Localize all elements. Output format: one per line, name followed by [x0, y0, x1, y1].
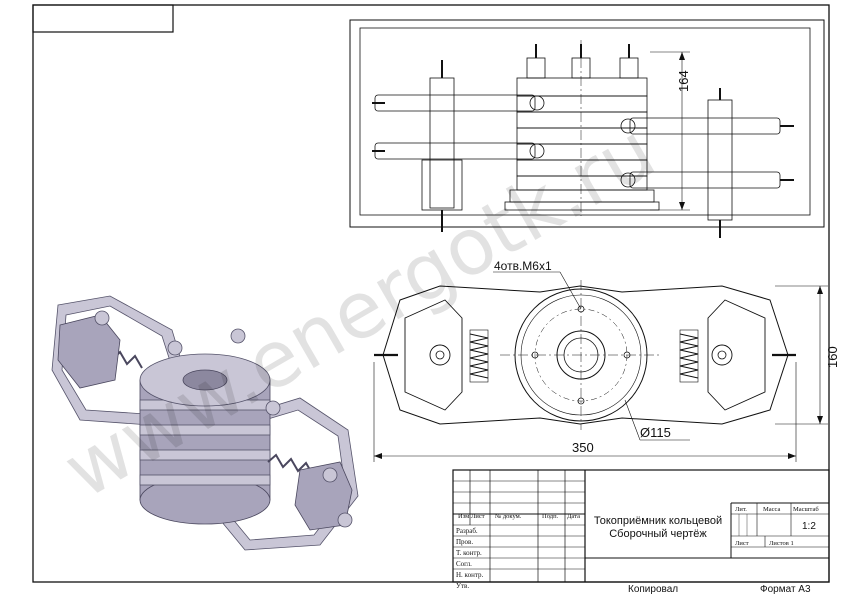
listov-label: Листов 1 — [769, 540, 794, 547]
dim-164-label: 164 — [676, 70, 691, 92]
lit-header: Лит. — [735, 506, 747, 513]
col-izm: Изм. — [458, 513, 471, 520]
row-razrab: Разраб. — [456, 527, 478, 535]
right-arms — [620, 88, 794, 238]
diameter-label: Ø115 — [640, 425, 671, 440]
left-arms — [372, 60, 545, 232]
masshtab-header: Масштаб — [793, 506, 819, 513]
dim-350 — [373, 362, 797, 462]
left-spring — [469, 329, 489, 383]
title-line1: Токоприёмник кольцевой — [594, 515, 722, 527]
list-label: Лист — [735, 540, 749, 547]
col-doc: № докум. — [495, 513, 522, 520]
row-nkontr: Н. контр. — [456, 571, 483, 579]
col-date: Дата — [567, 513, 580, 520]
dim-160 — [775, 285, 828, 425]
isometric-view — [51, 295, 359, 551]
corner-stamp-box — [32, 4, 174, 33]
thread-holes-label: 4отв.М6х1 — [494, 259, 552, 273]
top-view — [349, 19, 825, 238]
plan-view — [373, 271, 828, 462]
row-prov: Пров. — [456, 538, 473, 546]
format-label: Формат А3 — [760, 584, 811, 595]
scale-value: 1:2 — [802, 521, 816, 532]
center-ring-stack — [504, 44, 660, 211]
row-utv: Утв. — [456, 582, 469, 590]
col-sign: Подп. — [542, 513, 559, 520]
col-list: Лист — [471, 513, 485, 520]
row-tkontr: Т. контр. — [456, 549, 482, 557]
sheet-frame — [32, 4, 830, 583]
dim-350-label: 350 — [572, 440, 594, 455]
dim-160-label: 160 — [825, 346, 840, 368]
title-line2: Сборочный чертёж — [609, 528, 707, 540]
dim-164 — [650, 51, 690, 211]
right-spring — [679, 329, 699, 383]
copied-label: Копировал — [628, 584, 678, 595]
massa-header: Масса — [763, 506, 781, 513]
title-block — [452, 469, 830, 583]
row-sogl: Согл. — [456, 560, 472, 568]
